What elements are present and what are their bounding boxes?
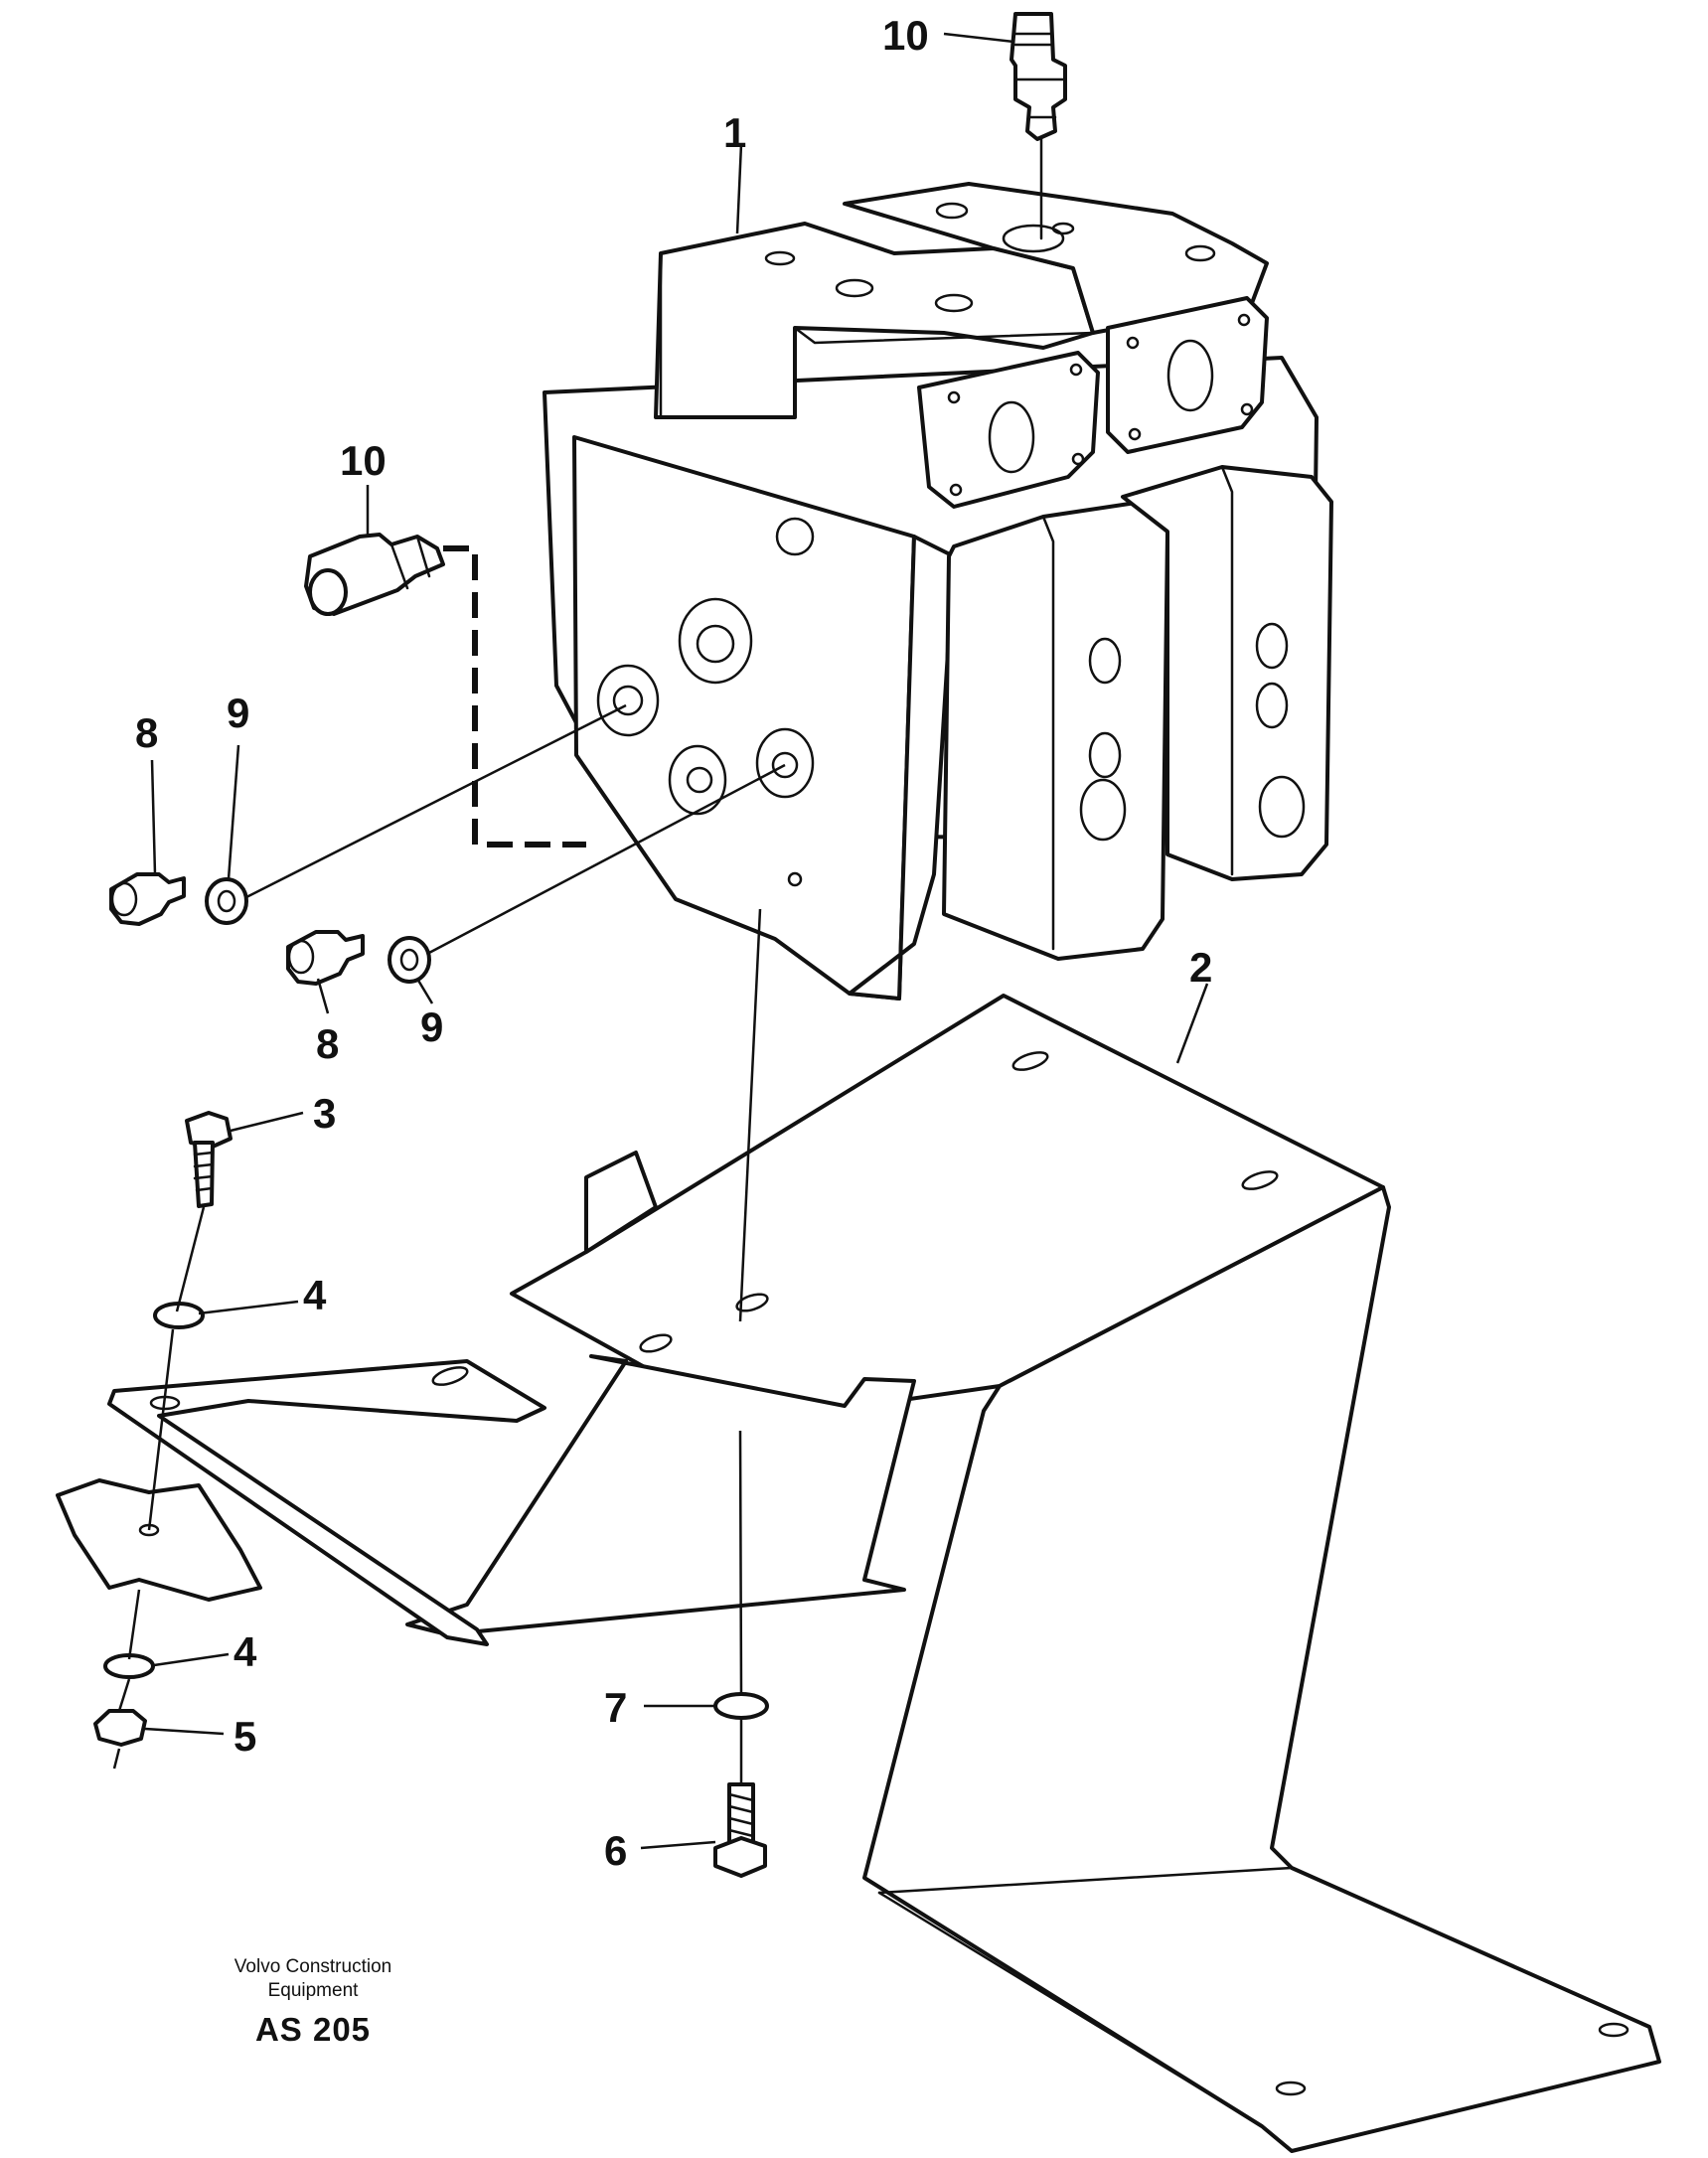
plug-lower bbox=[286, 930, 365, 986]
callout-1: 1 bbox=[723, 109, 746, 156]
assembly-lines bbox=[112, 703, 786, 1784]
callout-10-top: 10 bbox=[882, 12, 929, 59]
callout-5: 5 bbox=[233, 1713, 256, 1760]
washer-upper bbox=[205, 877, 248, 925]
callout-6: 6 bbox=[604, 1827, 627, 1874]
bolt-6 bbox=[713, 1782, 767, 1878]
caption-company-line2: Equipment bbox=[267, 1980, 359, 2001]
caption-drawing-code: AS 205 bbox=[254, 2011, 372, 2048]
callout-4-lower: 4 bbox=[233, 1628, 257, 1675]
callout-2: 2 bbox=[1189, 944, 1212, 991]
callout-7: 7 bbox=[604, 1684, 627, 1731]
fitting-side bbox=[304, 533, 445, 616]
callout-labels: 1 2 3 4 4 5 6 7 8 8 9 9 10 10 bbox=[135, 12, 1212, 1874]
washer-lower bbox=[388, 936, 431, 984]
plug-upper bbox=[109, 872, 186, 926]
manufacturer-caption: Volvo Construction Equipment AS 205 bbox=[179, 1955, 447, 2049]
mounting-bracket bbox=[107, 994, 1661, 2153]
callout-9-lower: 9 bbox=[420, 1003, 443, 1050]
callout-4-upper: 4 bbox=[303, 1272, 327, 1318]
callout-3: 3 bbox=[313, 1090, 336, 1137]
callout-8-upper: 8 bbox=[135, 709, 158, 756]
callout-8-lower: 8 bbox=[316, 1020, 339, 1067]
dashed-guide bbox=[443, 545, 586, 848]
callout-9-upper: 9 bbox=[227, 690, 249, 736]
washer-7 bbox=[713, 1692, 769, 1720]
control-valve bbox=[543, 182, 1333, 1001]
caption-company: Volvo Construction bbox=[233, 1956, 392, 1977]
callout-10-side: 10 bbox=[340, 437, 387, 484]
fitting-top bbox=[1009, 12, 1067, 240]
bolt-3 bbox=[185, 1111, 233, 1208]
shim-plate bbox=[56, 1478, 262, 1602]
callout-leaders bbox=[144, 32, 1209, 1850]
nut-5 bbox=[93, 1709, 147, 1747]
